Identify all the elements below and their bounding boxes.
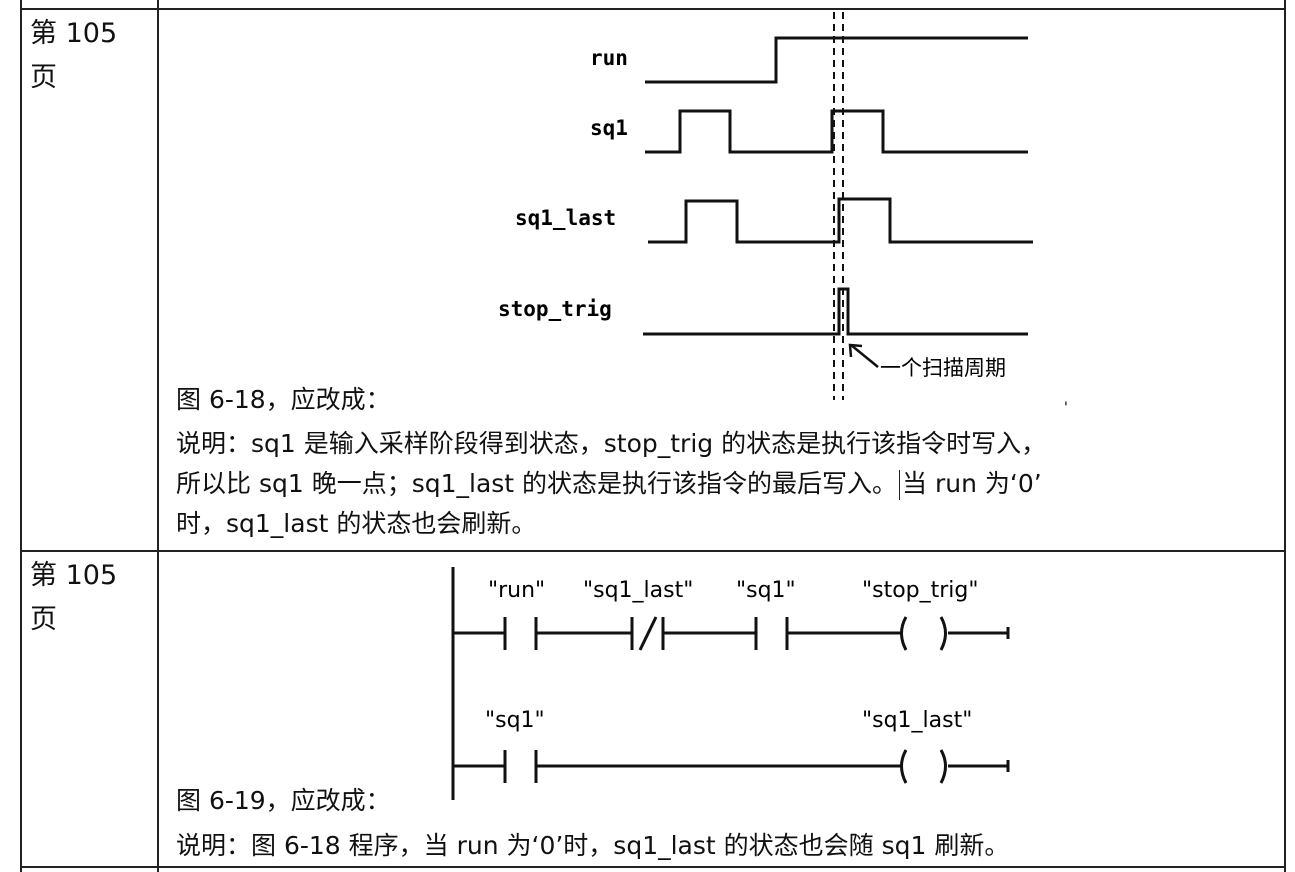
text-cursor [899, 470, 901, 500]
note-line: 时，sq1_last 的状态也会刷新。 [176, 509, 537, 538]
coil-stop-trig-right [939, 616, 947, 651]
signal-label-run: run [590, 46, 628, 70]
table-bottom-border [20, 866, 1286, 868]
stop-trig-waveform [643, 287, 1028, 336]
figure-caption-6-19: 图 6-19，应改成： [176, 786, 391, 815]
table-left-border [20, 0, 22, 872]
sq1-waveform [645, 109, 1028, 154]
ladder-label-sq1-rung2: "sq1" [485, 708, 545, 733]
arrow-head-icon [848, 343, 863, 358]
note-line: 所以比 sq1 晚一点；sq1_last 的状态是执行该指令的最后写入。当 ru… [176, 469, 1042, 500]
signal-label-stop-trig: stop_trig [498, 297, 612, 321]
page-ref-2: 第 105 页 [30, 560, 118, 635]
signal-label-sq1: sq1 [590, 116, 628, 140]
stray-mark: ' [1064, 400, 1068, 416]
table-top-border [20, 8, 1286, 10]
coil-sq1-last-left [900, 749, 908, 784]
coil-sq1-last-right [939, 749, 947, 784]
figure-caption-6-18: 图 6-18，应改成： [176, 385, 391, 414]
table-row-divider [20, 550, 1286, 552]
signal-label-sq1-last: sq1_last [515, 206, 616, 230]
run-waveform [645, 36, 1028, 84]
ladder-label-sq1: "sq1" [736, 578, 796, 603]
note-6-18: 说明：sq1 是输入采样阶段得到状态，stop_trig 的状态是执行该指令时写… [176, 424, 1266, 544]
ladder-label-sq1-last-coil: "sq1_last" [862, 708, 972, 733]
coil-stop-trig-left [900, 616, 908, 651]
table-column-divider [157, 0, 159, 872]
ladder-diagram [451, 567, 1010, 800]
ladder-label-run: "run" [488, 578, 545, 603]
note-line: 说明：图 6-18 程序，当 run 为‘0’时，sq1_last 的状态也会随… [176, 831, 1010, 860]
scan-period-annotation: 一个扫描周期 [880, 356, 1006, 380]
scan-period-arrow [850, 344, 879, 368]
ladder-label-stop-trig: "stop_trig" [862, 578, 979, 603]
contact-sq1-last-slash [638, 616, 658, 651]
note-6-19: 说明：图 6-18 程序，当 run 为‘0’时，sq1_last 的状态也会随… [176, 826, 1266, 866]
page-ref-1: 第 105 页 [30, 18, 118, 93]
table-right-border [1284, 0, 1286, 872]
ladder-label-sq1-last: "sq1_last" [583, 578, 693, 603]
sq1-last-waveform [648, 197, 1033, 244]
note-line: 说明：sq1 是输入采样阶段得到状态，stop_trig 的状态是执行该指令时写… [176, 429, 1047, 458]
